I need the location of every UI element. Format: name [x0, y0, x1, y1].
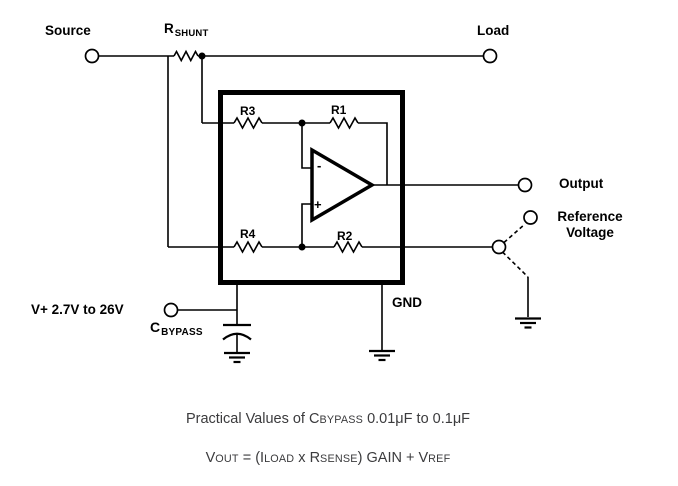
ground-symbols	[224, 317, 541, 364]
output-label: Output	[559, 176, 604, 191]
cbypass-label: CBYPASS	[150, 319, 203, 338]
junction-dot-inverting	[298, 119, 306, 127]
r4-label: R4	[240, 227, 256, 241]
opamp-inverting-mark: -	[317, 158, 322, 173]
resistors	[173, 49, 363, 254]
output-terminal-circle	[517, 177, 533, 193]
resistor-r3	[233, 116, 263, 130]
rshunt-label: RSHUNT	[164, 21, 209, 39]
reference-label-line2: Voltage	[566, 224, 614, 240]
source-label: Source	[45, 23, 91, 38]
wires	[99, 55, 529, 352]
opamp-noninverting-mark: +	[314, 197, 322, 212]
reference-label-line1: Reference	[557, 209, 623, 224]
resistor-r1	[329, 116, 359, 130]
terminals	[84, 48, 538, 318]
practical-values-note: Practical Values of CBYPASS 0.01μF to 0.…	[185, 411, 471, 427]
rshunt-sub: SHUNT	[174, 27, 209, 39]
supply-label: V+ 2.7V to 26V	[31, 302, 124, 317]
opamp-triangle	[310, 146, 376, 224]
wire-noninverting-input	[301, 203, 312, 247]
reference-voltage-label: Reference Voltage	[548, 209, 632, 240]
reference-terminal-circle	[523, 210, 538, 225]
ground-symbol-gnd	[369, 349, 395, 362]
resistor-r2	[333, 240, 363, 254]
load-label: Load	[477, 23, 510, 38]
resistor-rshunt	[173, 49, 199, 63]
wire-inverting-input	[301, 123, 312, 169]
gnd-label: GND	[392, 295, 422, 310]
rshunt-main: R	[164, 21, 174, 36]
switch-dashed-to-ground	[501, 251, 529, 278]
cbypass-main: C	[150, 319, 161, 335]
capacitor-plate-bottom	[222, 332, 252, 341]
ic-boundary-box	[218, 90, 405, 285]
wire-r1-feedback	[358, 122, 388, 185]
junction-dots	[198, 52, 306, 251]
switch-common-circle	[491, 239, 507, 255]
output-formula: VOUT = (ILOAD x RSENSE) GAIN + VREF	[205, 450, 451, 466]
cbypass-sub: BYPASS	[161, 326, 203, 338]
switch-dashed-to-reference	[503, 223, 526, 244]
r2-label: R2	[337, 229, 353, 243]
reference-switch	[501, 223, 529, 278]
source-terminal-circle	[84, 48, 100, 64]
ground-symbol-cbypass	[224, 351, 250, 364]
junction-dot-shunt	[198, 52, 206, 60]
supply-terminal-circle	[163, 302, 179, 318]
r1-label: R1	[331, 103, 347, 117]
load-terminal-circle	[482, 48, 498, 64]
r3-label: R3	[240, 104, 256, 118]
junction-dot-noninverting	[298, 243, 306, 251]
capacitor-cbypass	[222, 323, 252, 341]
ground-symbol-reference	[515, 317, 541, 329]
resistor-r4	[233, 240, 263, 254]
